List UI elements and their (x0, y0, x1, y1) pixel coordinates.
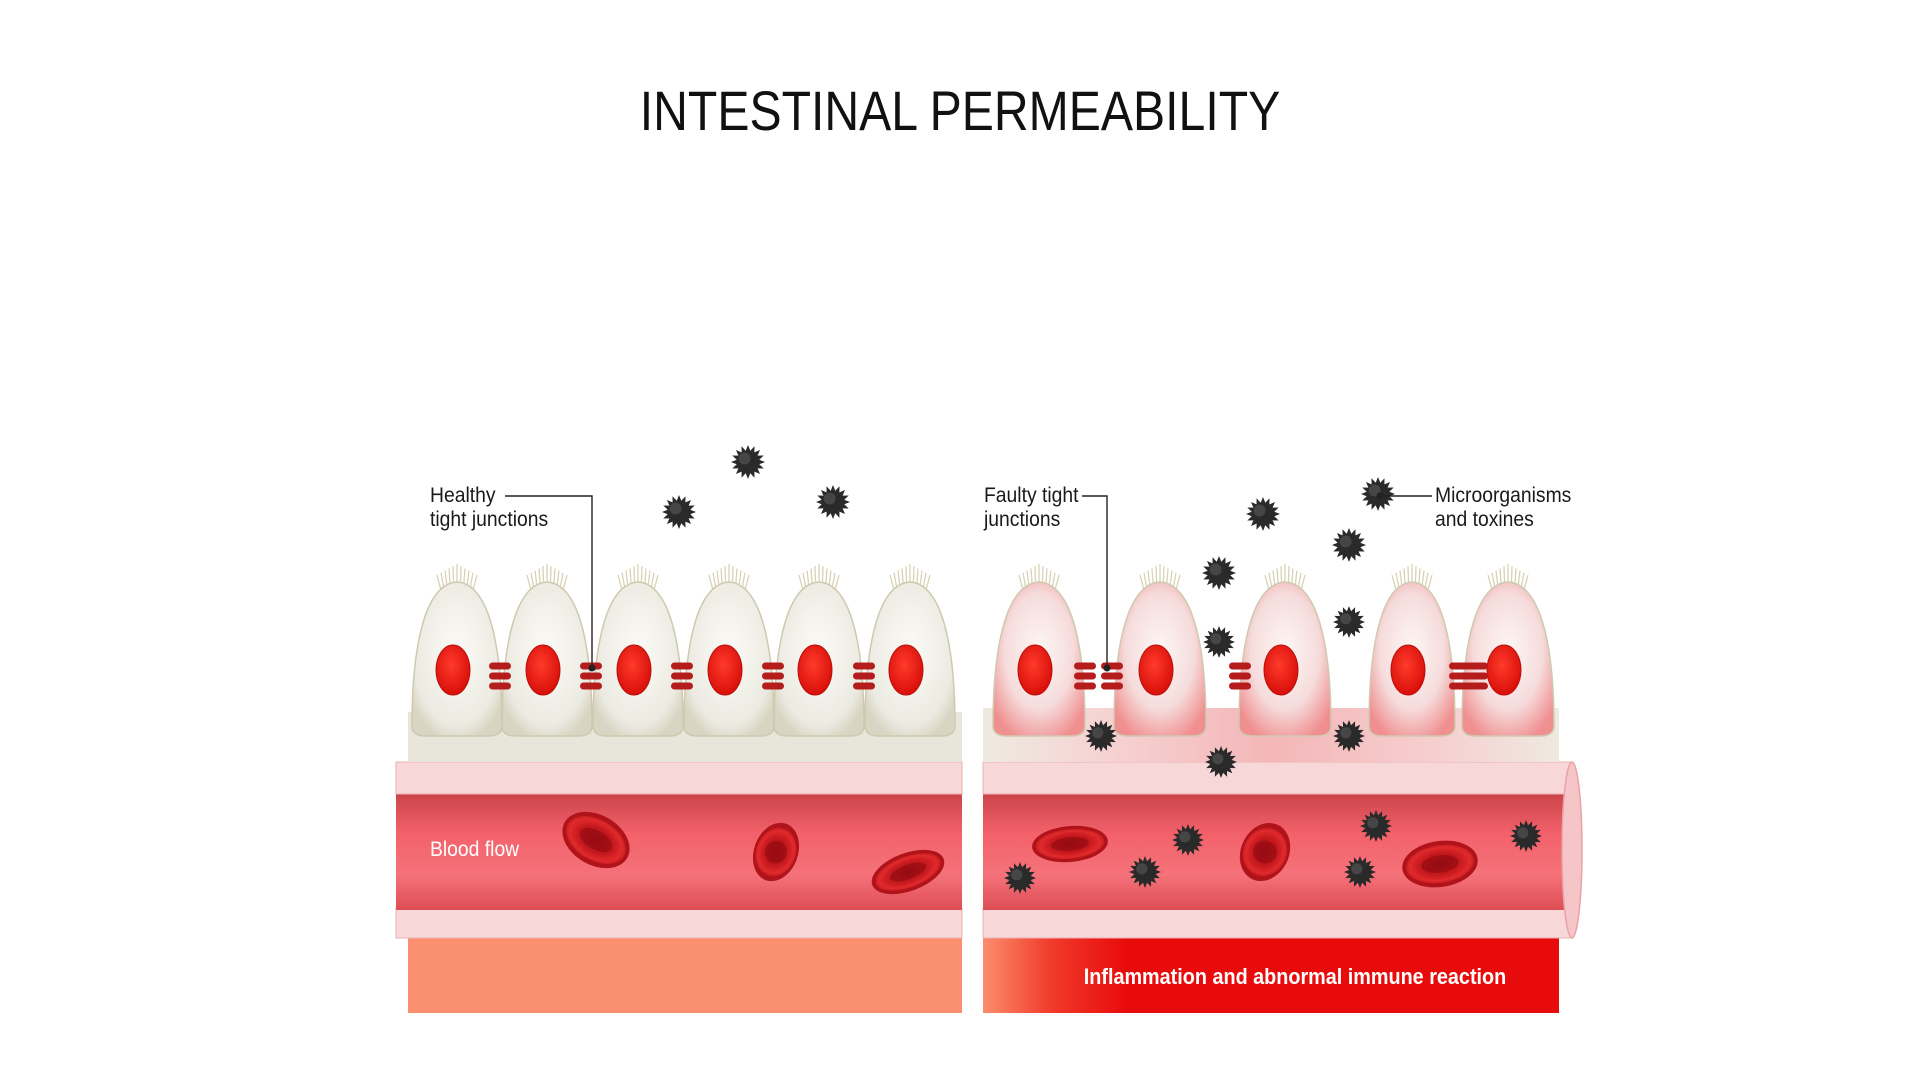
healthy-tissue-layer (408, 935, 962, 1013)
nucleus-icon (797, 644, 833, 696)
nucleus-icon (1390, 644, 1426, 696)
spiky-particle-icon (1202, 556, 1236, 590)
spiky-particle-icon (662, 495, 696, 529)
nucleus-icon (1263, 644, 1299, 696)
healthy-vessel-wall-top (395, 761, 963, 795)
nucleus-icon (888, 644, 924, 696)
faulty-leader-line (1082, 495, 1108, 668)
epithelial-cell (592, 564, 684, 737)
healthy-junctions-label: Healthy tight junctions (430, 484, 548, 532)
microorganisms-and-toxins (662, 445, 1542, 894)
epithelial-cell (1461, 564, 1555, 737)
nucleus-icon (525, 644, 561, 696)
epithelial-cell (411, 564, 503, 737)
healthy-panel (395, 564, 963, 1013)
spiky-particle-icon (1332, 528, 1366, 562)
page-title: INTESTINAL PERMEABILITY (639, 79, 1281, 142)
spiky-particle-icon (1246, 497, 1280, 531)
label-leader-lines (505, 492, 1432, 672)
tight-junction-icon (762, 662, 784, 690)
rbc-icon (562, 811, 630, 869)
epithelial-cell (683, 564, 775, 737)
faulty-junctions-label: Faulty tight junctions (984, 484, 1079, 532)
microbes-label-line-1: Microorganisms (1435, 484, 1572, 507)
epithelial-cell (1113, 564, 1207, 737)
healthy-label-line-2: tight junctions (430, 508, 549, 531)
spiky-particle-icon (1129, 856, 1161, 888)
spiky-particle-icon (1203, 626, 1235, 658)
tight-junction-icon (1074, 662, 1096, 690)
microbe-leader-dot (1376, 492, 1384, 500)
spiky-particle-icon (1205, 746, 1237, 778)
microvilli (617, 564, 659, 591)
tight-junction-icon (1229, 662, 1251, 690)
spiky-particle-icon (816, 485, 850, 519)
tight-junction-icon (489, 662, 511, 690)
healthy-label-line-1: Healthy (430, 484, 496, 507)
faulty-red-blood-cells (1032, 822, 1478, 888)
faulty-vessel-wall-top (982, 761, 1574, 795)
spiky-particle-icon (1333, 720, 1365, 752)
blood-flow-label: Blood flow (430, 838, 520, 861)
healthy-blood-stream (396, 792, 962, 910)
rbc-icon (871, 849, 945, 895)
tight-junction-icon (580, 662, 602, 690)
tight-junction-icon (1449, 662, 1471, 690)
rbc-icon (1239, 822, 1291, 882)
epithelial-cell (992, 564, 1086, 737)
healthy-leader-line (505, 495, 593, 668)
faulty-label-line-2: junctions (984, 508, 1061, 531)
faulty-epithelium (992, 564, 1555, 737)
vessel-opening (1561, 761, 1583, 939)
nucleus-icon (1486, 644, 1522, 696)
rbc-icon (752, 822, 800, 882)
spiky-particle-icon (1344, 856, 1376, 888)
spiky-particle-icon (1333, 606, 1365, 638)
spiky-particle-icon (731, 445, 765, 479)
nucleus-icon (616, 644, 652, 696)
tight-junction-icon (1466, 662, 1488, 690)
nucleus-icon (435, 644, 471, 696)
inflammation-label: Inflammation and abnormal immune reactio… (1083, 964, 1507, 989)
healthy-leader-dot (588, 664, 596, 672)
epithelial-cell (1238, 564, 1332, 737)
epithelial-cell (864, 564, 956, 737)
nucleus-icon (1017, 644, 1053, 696)
tight-junction-icon (671, 662, 693, 690)
rbc-icon (1402, 840, 1478, 888)
epithelial-cell (501, 564, 593, 737)
nucleus-icon (1138, 644, 1174, 696)
faulty-leader-dot (1103, 664, 1111, 672)
epithelial-cell (1368, 564, 1456, 737)
spiky-particle-icon (1510, 820, 1542, 852)
faulty-label-line-1: Faulty tight (984, 484, 1079, 507)
healthy-epithelium (411, 564, 956, 737)
epithelial-cell (773, 564, 865, 737)
inflamed-tissue-layer (983, 935, 1559, 1013)
healthy-red-blood-cells (562, 811, 945, 895)
faulty-vessel-wall-bottom (982, 907, 1574, 939)
rbc-icon (1032, 825, 1108, 863)
healthy-vessel-wall-bottom (395, 907, 963, 939)
microorganisms-label: Microorganisms and toxines (1435, 484, 1571, 532)
spiky-particle-icon (1004, 862, 1036, 894)
faulty-panel (982, 564, 1583, 1013)
spiky-particle-icon (1172, 824, 1204, 856)
microbes-label-line-2: and toxines (1435, 508, 1534, 531)
spiky-particle-icon (1360, 810, 1392, 842)
nucleus-icon (707, 644, 743, 696)
spiky-particle-icon (1085, 720, 1117, 752)
tight-junction-icon (853, 662, 875, 690)
